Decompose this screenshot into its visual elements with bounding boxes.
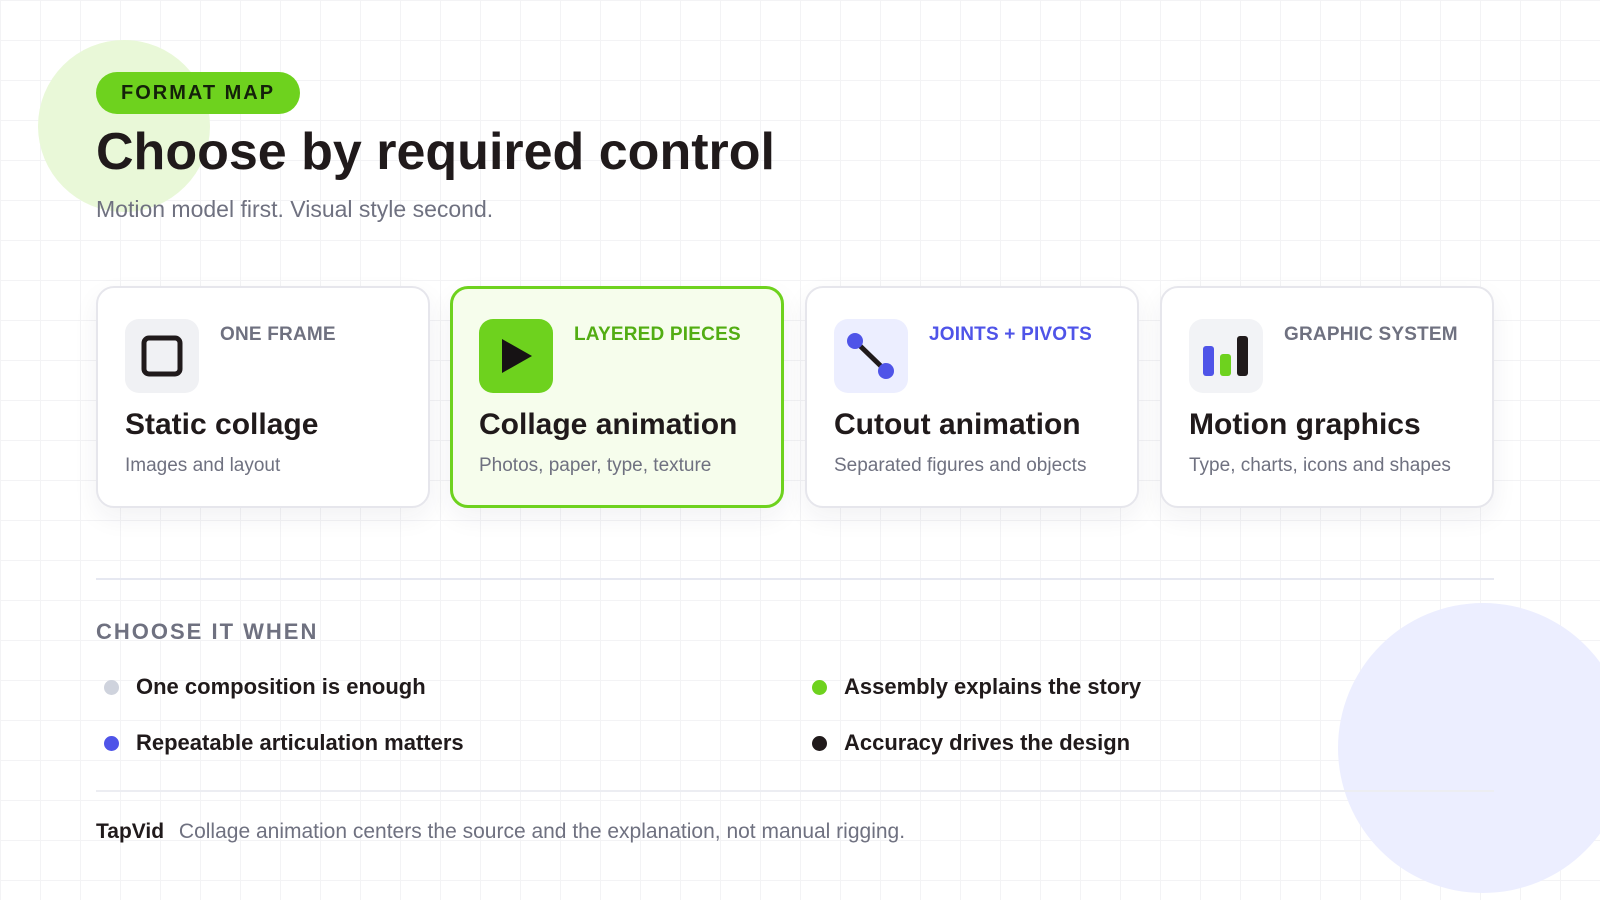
gray-bullet-dot [104, 679, 119, 695]
section-divider [96, 578, 1494, 580]
criteria-text: Assembly explains the story [844, 674, 1142, 699]
footer-note: TapVid Collage animation centers the sou… [96, 820, 905, 844]
blue-bullet-dot [104, 735, 119, 751]
footer-text: Collage animation centers the source and… [178, 820, 906, 843]
format-card-cutout-animation[interactable]: JOINTS + PIVOTS Cutout animation Separat… [805, 286, 1139, 508]
card-kicker: JOINTS + PIVOTS [929, 324, 1092, 345]
brand-name: TapVid [96, 820, 165, 843]
green-bullet-dot [812, 679, 827, 695]
background-green-circle [38, 40, 210, 212]
format-card-motion-graphics[interactable]: GRAPHIC SYSTEM Motion graphics Type, cha… [1160, 286, 1494, 508]
card-description: Type, charts, icons and shapes [1189, 455, 1451, 476]
page-title: Choose by required control [96, 123, 775, 181]
format-card-static-collage[interactable]: ONE FRAME Static collage Images and layo… [96, 286, 430, 508]
card-title: Motion graphics [1189, 408, 1421, 441]
criteria-item: One composition is enough [104, 674, 426, 700]
format-map-badge: FORMAT MAP [96, 72, 301, 114]
square-frame-icon [125, 319, 199, 393]
criteria-text: Accuracy drives the design [844, 730, 1131, 755]
card-kicker: LAYERED PIECES [574, 324, 741, 345]
criteria-text: One composition is enough [136, 674, 426, 699]
criteria-item: Assembly explains the story [812, 674, 1141, 700]
card-title: Static collage [125, 408, 319, 441]
card-kicker: ONE FRAME [220, 324, 336, 345]
criteria-item: Repeatable articulation matters [104, 730, 464, 756]
card-description: Photos, paper, type, texture [479, 455, 712, 476]
card-description: Separated figures and objects [834, 455, 1087, 476]
card-kicker: GRAPHIC SYSTEM [1284, 324, 1458, 345]
footer-divider [96, 790, 1494, 792]
dark-bullet-dot [812, 735, 827, 751]
background-lilac-circle [1338, 603, 1600, 893]
bar-chart-icon [1189, 319, 1263, 393]
card-title: Collage animation [479, 408, 738, 441]
card-title: Cutout animation [834, 408, 1081, 441]
play-icon [479, 319, 553, 393]
joint-pivot-icon [834, 319, 908, 393]
page-subtitle: Motion model first. Visual style second. [96, 196, 494, 222]
criteria-item: Accuracy drives the design [812, 730, 1130, 756]
format-card-collage-animation[interactable]: LAYERED PIECES Collage animation Photos,… [450, 286, 784, 508]
card-description: Images and layout [125, 455, 281, 476]
choose-it-when-heading: CHOOSE IT WHEN [96, 619, 319, 644]
criteria-text: Repeatable articulation matters [136, 730, 464, 755]
